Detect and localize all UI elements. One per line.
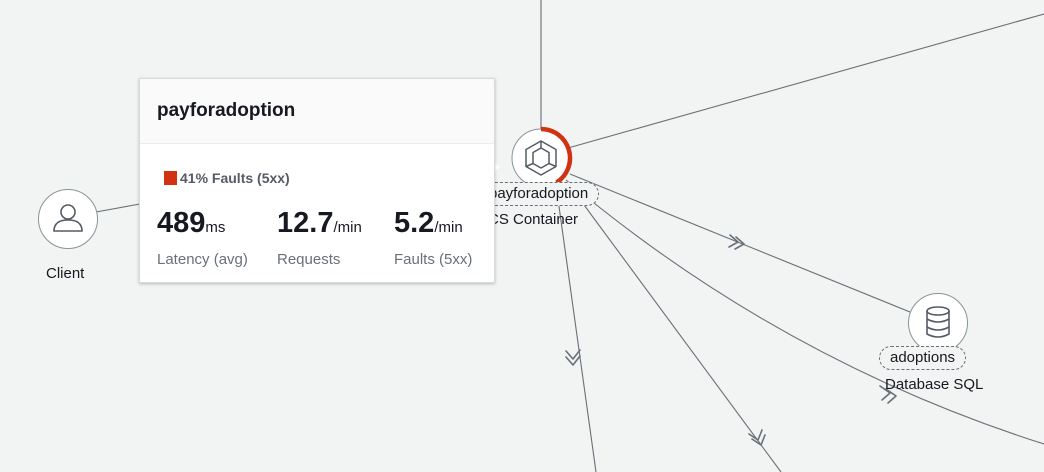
edge-arrow-icon xyxy=(879,385,897,404)
edge-arrow-icon xyxy=(748,429,766,446)
metric-label: Requests xyxy=(277,251,341,268)
client-node[interactable] xyxy=(38,189,98,249)
metric-value: 5.2 xyxy=(394,207,435,239)
node-tooltip: payforadoption 41% Faults (5xx) 489ms La… xyxy=(139,78,495,283)
edge-service-to-database[interactable] xyxy=(569,173,911,313)
metric-unit: ms xyxy=(205,219,226,236)
database-name-pill[interactable]: adoptions xyxy=(879,346,967,370)
metric-requests: 12.7/min Requests xyxy=(277,207,362,268)
ecs-container-icon xyxy=(525,140,557,176)
edge-service-to-bottom-a[interactable] xyxy=(556,191,597,472)
database-type-label: Database SQL xyxy=(885,376,984,393)
database-node[interactable] xyxy=(908,293,968,353)
client-label: Client xyxy=(46,265,85,282)
metric-faults: 5.2/min Faults (5xx) xyxy=(394,207,472,268)
user-icon xyxy=(53,204,83,232)
service-node[interactable] xyxy=(511,126,573,188)
edge-arrow-icon xyxy=(565,349,581,366)
fault-legend: 41% Faults (5xx) xyxy=(164,170,290,186)
metric-latency: 489ms Latency (avg) xyxy=(157,207,248,268)
edge-client-to-service[interactable] xyxy=(95,203,141,213)
edge-service-to-right-curve[interactable] xyxy=(565,179,1044,445)
tooltip-header: payforadoption xyxy=(140,79,494,144)
metric-unit: /min xyxy=(333,219,362,236)
edge-service-to-bottom-b[interactable] xyxy=(572,189,782,472)
metric-label: Latency (avg) xyxy=(157,251,248,268)
metric-value: 489 xyxy=(157,207,206,239)
fault-ratio-ring xyxy=(540,126,573,185)
service-type-label: ECS Container xyxy=(478,211,579,228)
database-icon xyxy=(926,306,950,338)
metric-value: 12.7 xyxy=(277,207,334,239)
metric-unit: /min xyxy=(434,219,463,236)
service-name-pill[interactable]: payforadoption xyxy=(478,182,600,206)
fault-swatch xyxy=(164,171,177,185)
edge-service-to-top-right[interactable] xyxy=(567,13,1044,149)
edge-arrow-icon xyxy=(728,234,745,250)
fault-legend-text: 41% Faults (5xx) xyxy=(180,170,290,186)
tooltip-title: payforadoption xyxy=(157,100,296,121)
tooltip-pointer xyxy=(490,158,500,176)
metric-label: Faults (5xx) xyxy=(394,251,473,268)
